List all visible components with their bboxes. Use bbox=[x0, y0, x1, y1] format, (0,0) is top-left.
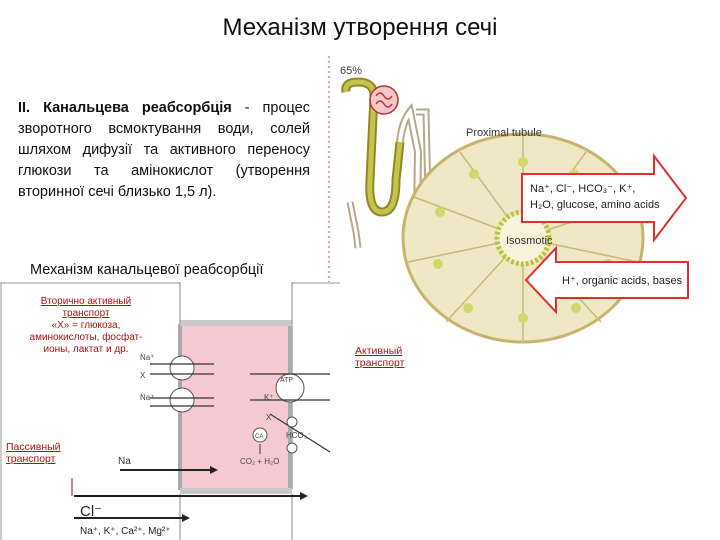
active-line2: транспорт bbox=[355, 357, 405, 369]
k-plus-label: K⁺ bbox=[264, 393, 274, 402]
atp-label: ATP bbox=[280, 377, 293, 384]
reabsorbed-substances-line2: H₂O, glucose, amino acids bbox=[530, 199, 660, 211]
passive-line2: транспорт bbox=[6, 453, 56, 465]
reabsorption-description: ІІ. Канальцева реабсорбція - процес звор… bbox=[18, 98, 310, 203]
secondary-title-line2: транспорт bbox=[62, 308, 110, 319]
active-line1: Активный bbox=[355, 345, 403, 357]
active-transport-label: Активный транспорт bbox=[355, 345, 425, 369]
passive-transport-label: Пассивный транспорт bbox=[6, 441, 80, 465]
chloride-label: Cl⁻ bbox=[80, 503, 102, 520]
cations-label: Na⁺, K⁺, Ca²⁺, Mg²⁺ bbox=[80, 526, 171, 537]
passive-line1: Пассивный bbox=[6, 441, 61, 453]
x-label-right: X bbox=[266, 413, 272, 422]
mechanism-subtitle: Механізм канальцевої реабсорбції bbox=[30, 262, 264, 278]
reabsorption-term: ІІ. Канальцева реабсорбція bbox=[18, 100, 232, 116]
secondary-desc-line2: аминокислоты, фосфат- bbox=[29, 332, 143, 343]
carbonic-anhydrase-icon bbox=[252, 427, 268, 443]
glomerulus-icon bbox=[369, 85, 399, 115]
reabsorption-definition: - процес зворотного всмоктування води, с… bbox=[18, 100, 310, 200]
x-label-left: X bbox=[140, 371, 146, 380]
proximal-tubule-label: Proximal tubule bbox=[466, 127, 542, 139]
ca-label: CA bbox=[255, 434, 263, 440]
page-title: Механізм утворення сечі bbox=[222, 14, 498, 41]
secondary-title-line1: Вторично активный bbox=[40, 296, 132, 307]
symporter-icon bbox=[169, 355, 195, 381]
secondary-desc-line1: «X» = глюкоза, bbox=[51, 320, 121, 331]
secondary-active-transport-note: Вторично активный транспорт «X» = глюкоз… bbox=[8, 296, 164, 356]
reabsorbed-substances-line1: Na⁺, Cl⁻, HCO₃⁻, K⁺, bbox=[530, 183, 635, 195]
secondary-desc-line3: ионы, лактат и др. bbox=[43, 344, 129, 355]
hco3-label: HCO₃⁻ bbox=[286, 431, 311, 440]
co2-h2o-label: CO₂ + H₂O bbox=[240, 457, 279, 466]
secreted-substances-label: H⁺, organic acids, bases bbox=[562, 275, 683, 287]
proximal-tubule-illustration: 65% Proximal tubule Na⁺, Cl⁻, HCO₃⁻, K⁺,… bbox=[326, 52, 720, 348]
na-plus-label-2: Na⁺ bbox=[140, 393, 154, 402]
tubular-transport-diagram: Na⁺ X Na⁺ ATP K⁺ X CA HCO₃⁻ CO₂ + H₂O Na… bbox=[0, 282, 340, 540]
secretion-arrow-icon bbox=[524, 245, 689, 315]
percent-label: 65% bbox=[340, 65, 362, 77]
antiporter-icon bbox=[169, 387, 195, 413]
isosmotic-label: Isosmotic bbox=[506, 235, 553, 247]
reabsorption-arrow-icon bbox=[521, 153, 688, 243]
na-passive-label: Na bbox=[118, 456, 131, 467]
na-plus-label: Na⁺ bbox=[140, 353, 154, 362]
